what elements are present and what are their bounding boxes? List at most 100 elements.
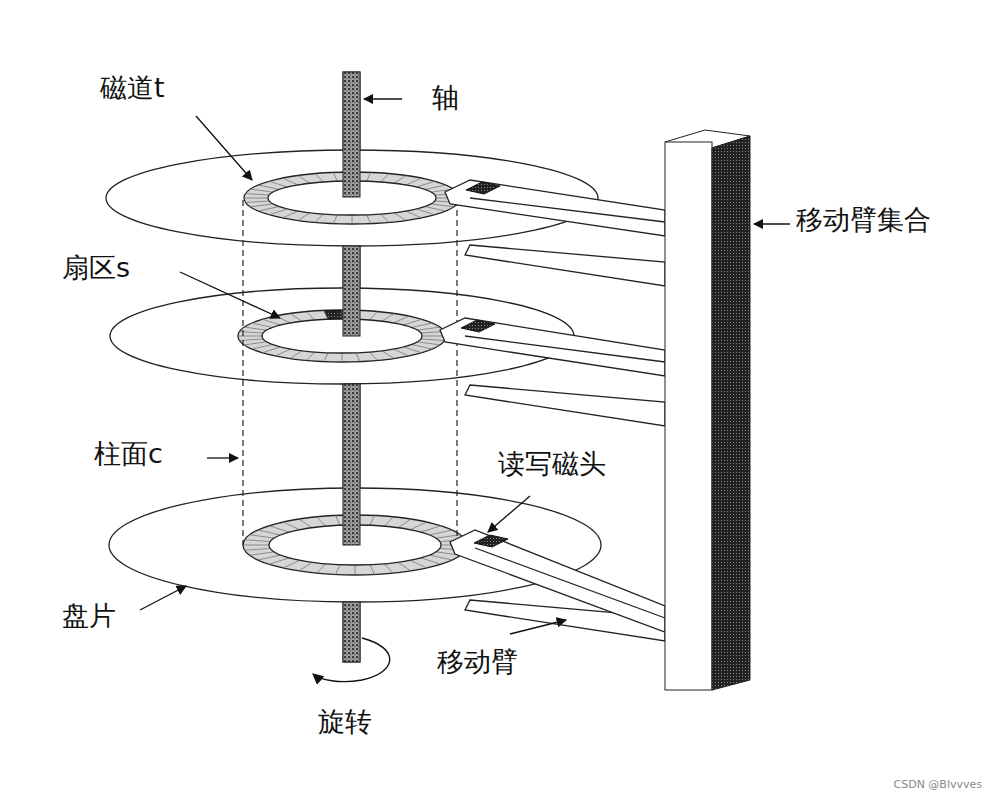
cylinder-line xyxy=(456,200,457,545)
upper-arm xyxy=(440,318,665,376)
arm-edge xyxy=(470,198,665,222)
leader-line xyxy=(140,586,186,610)
arm-edge xyxy=(465,336,665,362)
heads xyxy=(461,182,508,547)
sector-divider xyxy=(384,564,393,573)
sector-divider xyxy=(298,175,310,183)
sector-divider xyxy=(324,310,328,319)
track-inner xyxy=(262,319,422,353)
leader-line xyxy=(207,457,238,458)
sector-divider xyxy=(370,565,375,575)
sector-divider xyxy=(356,353,360,362)
sector-divider xyxy=(336,565,341,575)
sector-divider xyxy=(342,310,343,319)
upper-arm xyxy=(445,180,665,236)
sector-divider xyxy=(317,517,326,526)
spindle-segment xyxy=(343,246,360,336)
sector-divider xyxy=(258,555,281,560)
sector-divider xyxy=(245,548,271,550)
sector-divider xyxy=(416,209,434,215)
lower-arm xyxy=(465,245,665,286)
sector-divider xyxy=(252,323,273,328)
leaders xyxy=(140,99,790,634)
track-rings xyxy=(238,172,467,575)
track-ring xyxy=(238,310,446,362)
sector-divider xyxy=(299,562,312,571)
sector-divider xyxy=(421,526,441,532)
sector-divider xyxy=(425,207,446,212)
cylinder-lines xyxy=(243,200,457,545)
sector-divider xyxy=(417,342,440,345)
sector-divider xyxy=(429,530,452,535)
sector-divider xyxy=(381,174,389,182)
lower-arm xyxy=(465,385,665,426)
arm-group xyxy=(440,180,665,632)
cylinder-label: 柱面c xyxy=(94,438,163,470)
leader-line xyxy=(180,272,280,318)
sector-divider xyxy=(250,535,274,538)
sector-divider xyxy=(425,185,446,190)
sector-divider xyxy=(367,172,371,181)
sector-divider xyxy=(244,198,268,199)
sector-divider xyxy=(245,540,271,542)
sector-divider xyxy=(369,352,377,360)
sector-divider xyxy=(283,178,298,185)
sector-divider xyxy=(333,215,337,224)
spindle-segment xyxy=(343,384,360,545)
rotation-label: 旋转 xyxy=(318,706,372,738)
column-front xyxy=(665,142,712,690)
sector-divider xyxy=(238,336,262,337)
sector-divider xyxy=(283,560,300,568)
sector-divider xyxy=(421,339,445,341)
spindle-segment xyxy=(343,72,360,197)
sector-divider xyxy=(283,211,298,218)
leader-line xyxy=(754,223,790,224)
sector-divider xyxy=(252,345,273,350)
arm-assembly xyxy=(665,130,750,690)
spindle-label: 轴 xyxy=(432,82,459,114)
arm-edge xyxy=(475,548,665,618)
arm-label: 移动臂 xyxy=(437,646,518,678)
sector-divider xyxy=(251,204,274,207)
track-outer xyxy=(238,310,446,362)
sector-divider xyxy=(299,519,312,528)
sector-divider xyxy=(403,347,421,353)
read-write-head xyxy=(474,535,508,547)
column-side xyxy=(712,136,750,690)
sector-divider xyxy=(406,178,421,185)
sector-divider xyxy=(393,316,408,323)
sector-divider xyxy=(258,185,279,190)
sector-divider xyxy=(394,213,406,221)
sector-divider xyxy=(269,181,287,187)
sector-label: 扇区s xyxy=(62,252,130,284)
cylinder-line xyxy=(242,200,243,545)
sector-divider xyxy=(394,175,406,183)
sector-divider xyxy=(367,215,371,224)
read-write-head xyxy=(461,320,495,332)
sector-divider xyxy=(246,201,270,203)
sector-divider xyxy=(406,211,421,218)
sector-divider xyxy=(382,313,394,321)
sector-divider xyxy=(370,515,375,525)
sector-divider xyxy=(355,565,356,575)
sector-divider xyxy=(306,312,314,320)
sector-divider xyxy=(244,327,267,330)
platter-label: 盘片 xyxy=(62,600,116,632)
sector-divider xyxy=(429,555,452,560)
sector-divider xyxy=(262,347,280,353)
sector-divider xyxy=(421,558,441,564)
sector-divider xyxy=(398,519,411,528)
sector-divider xyxy=(262,319,280,325)
sector-divider xyxy=(290,313,302,321)
read-write-head xyxy=(466,182,500,194)
sector-divider xyxy=(290,351,302,359)
sector-divider xyxy=(417,327,440,330)
sector-divider xyxy=(298,213,310,221)
sector-divider xyxy=(352,215,353,224)
sector-divider xyxy=(384,517,393,526)
sector-divider xyxy=(411,345,432,350)
arm-assembly-label: 移动臂集合 xyxy=(796,204,931,236)
leader-line xyxy=(364,98,402,99)
